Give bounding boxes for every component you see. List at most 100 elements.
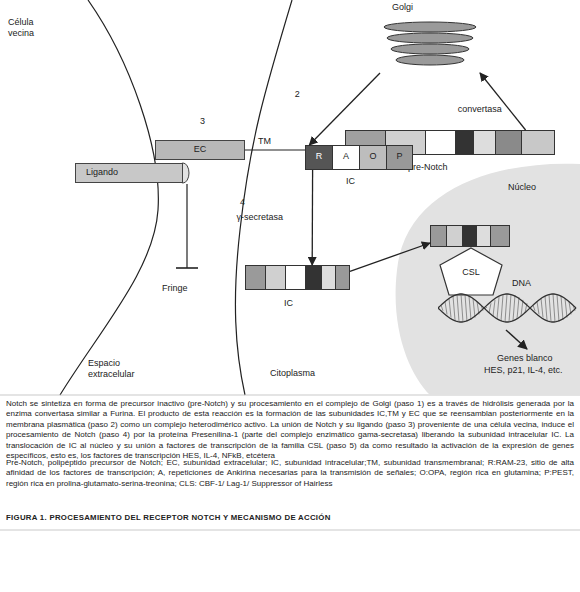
- domain-letter: R: [306, 151, 332, 162]
- protein-segment: [246, 266, 266, 289]
- intracellular-domain: [430, 225, 510, 247]
- dna-strand: [438, 294, 576, 322]
- annotation-label: Espacio extracelular: [88, 358, 148, 380]
- subunit-label: IC: [346, 176, 355, 187]
- nucleus-fill: [396, 164, 580, 395]
- dna-rung: [517, 297, 519, 319]
- protein-segment: A: [333, 146, 360, 169]
- diagram-node: IC: [245, 265, 350, 290]
- dna-rung: [453, 296, 455, 320]
- protein-segment: [496, 131, 522, 154]
- protein-label: pre-Notch: [408, 162, 448, 173]
- dna-rung: [561, 296, 563, 320]
- dna-rung: [505, 294, 507, 322]
- protein-segment: [474, 131, 496, 154]
- figure-caption: Notch se sintetiza en forma de precursor…: [6, 399, 574, 461]
- protein-segment: [426, 131, 456, 154]
- protein-segment: [456, 131, 474, 154]
- annotation-label: 4: [240, 197, 245, 208]
- diagram-node: EC: [155, 140, 245, 160]
- dna-rung: [493, 300, 495, 316]
- neighbor-cell-membrane: [60, 0, 158, 395]
- ligand-label: Ligando: [86, 167, 118, 178]
- dna-rung: [461, 294, 463, 322]
- dna-rung: [545, 296, 547, 320]
- protein-segment: P: [387, 146, 412, 169]
- protein-segment: [463, 226, 477, 246]
- protein-segment: O: [360, 146, 387, 169]
- annotation-label: 3: [200, 116, 205, 127]
- diagram-node: RAOPIC: [305, 145, 413, 170]
- dna-rung: [449, 298, 451, 317]
- cell-membrane: [235, 0, 292, 395]
- dna-rung: [557, 295, 559, 322]
- domain-letter: O: [360, 151, 386, 162]
- annotation-label: Citoplasma: [270, 368, 315, 379]
- dna-label: DNA: [512, 278, 531, 289]
- nucleus-label: Núcleo: [508, 182, 536, 193]
- protein-segment: [306, 266, 322, 289]
- domain-letter: A: [333, 151, 359, 162]
- dna-rung: [445, 302, 447, 315]
- dna-rung: [465, 295, 467, 322]
- inhibition-bar: [176, 267, 198, 269]
- transmembrane-line: [245, 149, 305, 150]
- edge-label: convertasa: [458, 104, 502, 115]
- dna-helix: [438, 278, 578, 334]
- dna-rung: [469, 296, 471, 320]
- protein-segment: [491, 226, 509, 246]
- diagram-node: DNA: [438, 278, 578, 334]
- golgi-cisterna: [387, 33, 473, 43]
- protein-segment: [266, 266, 286, 289]
- dna-rung: [497, 297, 499, 319]
- dna-rung: [441, 305, 443, 311]
- subunit-label: EC: [156, 144, 244, 155]
- flow-arrow: [480, 73, 526, 130]
- dna-rung: [565, 298, 567, 317]
- dna-rung: [553, 294, 555, 322]
- csl-pentagon: [430, 225, 510, 297]
- dna-rung: [473, 298, 475, 317]
- protein-segment: [522, 131, 554, 154]
- edge-label: 2: [295, 89, 300, 100]
- golgi-stack: [380, 18, 480, 73]
- figure-title: FIGURA 1. PROCESAMIENTO DEL RECEPTOR NOT…: [6, 513, 574, 522]
- dna-rung: [541, 298, 543, 317]
- protein-segment: [447, 226, 463, 246]
- annotation-label: Genes blanco: [497, 353, 553, 364]
- subunit-label: IC: [284, 298, 293, 309]
- dna-rung: [501, 295, 503, 321]
- golgi-cisterna: [391, 44, 469, 54]
- domain-letter: P: [387, 151, 412, 162]
- annotation-label: Fringe: [162, 283, 188, 294]
- organelle-label: Golgi: [392, 2, 413, 13]
- protein-segment: R: [306, 146, 333, 169]
- protein-segment: [286, 266, 306, 289]
- protein-segment: [336, 266, 349, 289]
- transcription-factor-label: CSL: [430, 267, 512, 278]
- inhibition-line: [186, 184, 187, 268]
- dna-rung: [489, 303, 491, 312]
- edge-label: γ-secretasa: [236, 212, 283, 223]
- diagram-node: CSL: [430, 225, 510, 297]
- abbreviation-note: Pre-Notch, polipéptido precursor de Notc…: [6, 458, 574, 489]
- dna-rung: [533, 305, 535, 311]
- flow-arrow: [312, 170, 314, 265]
- diagram-node: Golgi: [380, 18, 480, 73]
- rule: [0, 530, 580, 531]
- protein-segment: [477, 226, 491, 246]
- dna-rung: [457, 295, 459, 322]
- annotation-label: Célula vecina: [8, 17, 48, 39]
- dna-rung: [549, 295, 551, 322]
- diagram-node: Ligando: [75, 163, 183, 183]
- dna-rung: [513, 295, 515, 321]
- dna-rung: [521, 300, 523, 316]
- golgi-cisterna: [384, 22, 476, 32]
- dna-rung: [537, 302, 539, 315]
- dna-rung: [509, 294, 511, 322]
- annotation-label: HES, p21, IL-4, etc.: [484, 365, 563, 376]
- dna-strand: [438, 294, 576, 322]
- protein-segment: [322, 266, 336, 289]
- protein-segment: [431, 226, 447, 246]
